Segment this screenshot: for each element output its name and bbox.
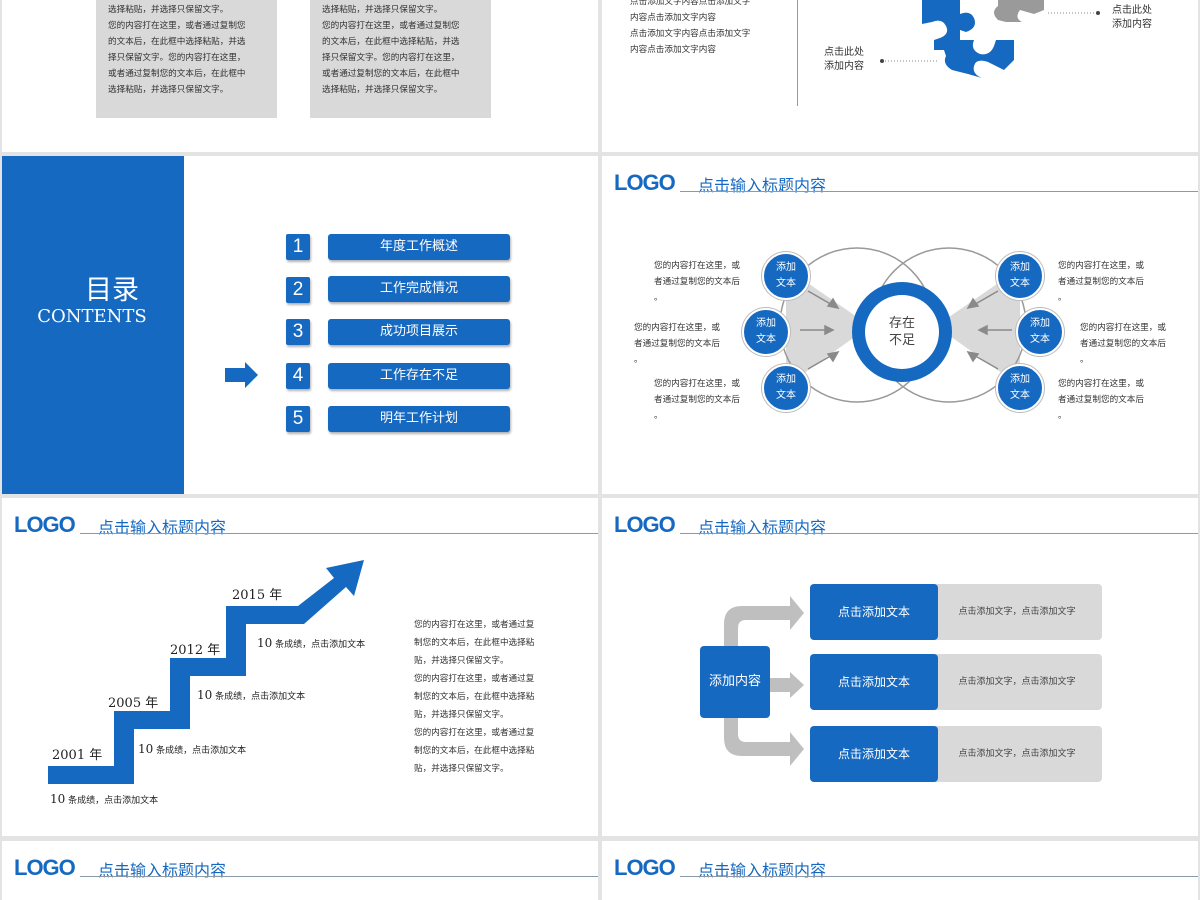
contents-side-panel: [2, 156, 184, 494]
contents-arrow: [225, 362, 258, 388]
contents-item-4[interactable]: 工作存在不足: [328, 363, 510, 389]
leader-dot-left: [880, 59, 884, 63]
logo: LOGO: [14, 855, 76, 880]
vertical-divider: [797, 0, 798, 106]
arrows-left: [800, 290, 840, 370]
contents-item-2[interactable]: 工作完成情况: [328, 276, 510, 302]
timeline-paragraph: 您的内容打在这里，或者通过复制您的文本后，在此框中选择粘贴，并选择只保留文字。 …: [414, 620, 535, 774]
venn-diagram: [779, 247, 1027, 403]
slide-1[interactable]: 选择粘贴，并选择只保留文字。 您的内容打在这里，或者通过复制您 的文本后，在此框…: [2, 0, 598, 152]
center-label: 存在 不足: [888, 316, 915, 348]
puzzle-graphic: [880, 0, 1100, 78]
note-2: 10 条成绩，点击添加文本: [138, 742, 247, 756]
contents-title: 目录: [85, 275, 139, 306]
right-text-3: 您的内容打在这里，或者通过复制您的文本后。: [1058, 379, 1144, 421]
label-left: 点击此处 添加内容: [824, 47, 864, 72]
text-box-left-content: 选择粘贴，并选择只保留文字。 您的内容打在这里，或者通过复制您 的文本后，在此框…: [108, 5, 246, 95]
title-underline: [80, 876, 598, 877]
bubble-right-2[interactable]: 添加文本: [1016, 308, 1064, 356]
row-2-button[interactable]: 点击添加文本: [810, 654, 938, 710]
contents-item-5[interactable]: 明年工作计划: [328, 406, 510, 432]
slide-title: 点击输入标题内容: [698, 176, 827, 195]
contents-item-3[interactable]: 成功项目展示: [328, 319, 510, 345]
contents-num-4: 4: [286, 363, 310, 389]
bubble-left-3[interactable]: 添加文本: [762, 364, 810, 412]
bubble-right-3[interactable]: 添加文本: [996, 364, 1044, 412]
arrow-right-icon: [225, 362, 258, 388]
slide-2[interactable]: 点击添加文字内容点击添加文字 内容点击添加文字内容 点击添加文字内容点击添加文字…: [602, 0, 1198, 152]
left-text-3: 您的内容打在这里，或者通过复制您的文本后。: [654, 379, 740, 421]
year-2001: 2001 年: [52, 748, 103, 763]
row-3-button[interactable]: 点击添加文本: [810, 726, 938, 782]
slide-6-branches[interactable]: LOGO 点击输入标题内容 添加内容 点击添加文字，点击添加文字 点击添加文本 …: [602, 498, 1198, 836]
slide-title: 点击输入标题内容: [98, 861, 227, 880]
contents-num-5: 5: [286, 406, 310, 432]
staircase-graphic: [48, 560, 364, 784]
logo: LOGO: [614, 512, 676, 537]
slide-7[interactable]: LOGO 点击输入标题内容: [2, 841, 598, 900]
note-3: 10 条成绩，点击添加文本: [197, 688, 306, 702]
title-underline: [680, 533, 1198, 534]
label-right: 点击此处 添加内容: [1112, 5, 1152, 30]
year-2015: 2015 年: [232, 588, 283, 603]
title-underline: [80, 533, 598, 534]
staircase-arrow: [48, 560, 364, 784]
bubble-left-1[interactable]: 添加文本: [762, 252, 810, 300]
row-2-desc: 点击添加文字，点击添加文字: [932, 654, 1102, 710]
left-text-1: 您的内容打在这里，或者通过复制您的文本后。: [654, 261, 740, 303]
text-box-right: 选择粘贴，并选择只保留文字。 您的内容打在这里，或者通过复制您 的文本后，在此框…: [310, 0, 491, 118]
slide-8[interactable]: LOGO 点击输入标题内容: [602, 841, 1198, 900]
logo: LOGO: [14, 512, 76, 537]
contents-num-2: 2: [286, 277, 310, 303]
right-text-2: 您的内容打在这里，或者通过复制您的文本后。: [1080, 323, 1166, 365]
fan-right: [936, 268, 1020, 386]
bubble-left-2[interactable]: 添加文本: [742, 308, 790, 356]
contents-subtitle: CONTENTS: [37, 306, 147, 327]
slide-title: 点击输入标题内容: [698, 518, 827, 537]
center-circle-inner: [865, 295, 939, 369]
year-2012: 2012 年: [170, 643, 221, 658]
right-text-1: 您的内容打在这里，或者通过复制您的文本后。: [1058, 261, 1144, 303]
source-box[interactable]: 添加内容: [700, 646, 770, 718]
title-underline: [680, 876, 1198, 877]
year-2005: 2005 年: [108, 696, 159, 711]
left-text-2: 您的内容打在这里，或者通过复制您的文本后。: [634, 323, 720, 365]
slide-title: 点击输入标题内容: [98, 518, 227, 537]
slide-3-contents[interactable]: 目录 CONTENTS 1 年度工作概述 2 工作完成情况 3 成功项目展示 4…: [2, 156, 598, 494]
slide-4-shortcomings[interactable]: LOGO 点击输入标题内容 存在 不足 添加文本 添加文本 添加文本 添加文本 …: [602, 156, 1198, 494]
bubble-right-1[interactable]: 添加文本: [996, 252, 1044, 300]
slide-title: 点击输入标题内容: [698, 861, 827, 880]
slide-5-timeline[interactable]: LOGO 点击输入标题内容 2001 年 2005 年 2012 年 2015 …: [2, 498, 598, 836]
row-1-button[interactable]: 点击添加文本: [810, 584, 938, 640]
row-1-desc: 点击添加文字，点击添加文字: [932, 584, 1102, 640]
text-box-right-content: 选择粘贴，并选择只保留文字。 您的内容打在这里，或者通过复制您 的文本后，在此框…: [322, 5, 460, 95]
contents-num-1: 1: [286, 234, 310, 260]
arrows-right: [966, 290, 1012, 370]
logo: LOGO: [614, 170, 676, 195]
row-3-desc: 点击添加文字，点击添加文字: [932, 726, 1102, 782]
title-underline: [680, 191, 1198, 192]
note-4: 10 条成绩，点击添加文本: [257, 636, 366, 650]
logo: LOGO: [614, 855, 676, 880]
puzzle-text-block: 点击添加文字内容点击添加文字 内容点击添加文字内容 点击添加文字内容点击添加文字…: [630, 0, 751, 55]
contents-item-1[interactable]: 年度工作概述: [328, 234, 510, 260]
text-box-left: 选择粘贴，并选择只保留文字。 您的内容打在这里，或者通过复制您 的文本后，在此框…: [96, 0, 277, 118]
puzzle-piece-blue: [922, 0, 1014, 78]
contents-num-3: 3: [286, 319, 310, 345]
note-1: 10 条成绩，点击添加文本: [50, 792, 159, 806]
leader-dot-right: [1096, 11, 1100, 15]
puzzle-piece-grey: [994, 0, 1044, 22]
